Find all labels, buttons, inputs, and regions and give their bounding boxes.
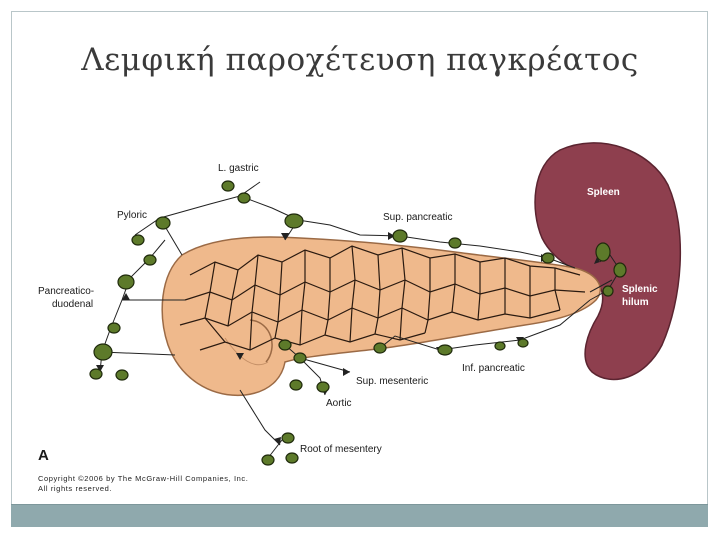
label-splenic: Splenic — [622, 284, 658, 295]
bottom-bar — [11, 504, 708, 527]
pancreas-head-curve — [249, 319, 273, 363]
lymph-node — [281, 432, 295, 444]
label-sup-mesenteric: Sup. mesenteric — [356, 376, 428, 387]
lymph-node — [155, 216, 171, 230]
lymph-node — [285, 452, 299, 464]
lymph-node — [613, 262, 627, 278]
slide-title: Λεμφική παροχέτευση παγκρέατος — [81, 42, 639, 78]
lymph-node — [143, 254, 157, 266]
lymph-node — [289, 379, 303, 391]
lymph-node — [131, 234, 145, 246]
lymph-node — [602, 285, 614, 297]
lymph-node — [392, 229, 408, 243]
lymph-nodes — [89, 180, 627, 466]
copyright-line2: All rights reserved. — [38, 484, 112, 493]
label-sup-pancreatic: Sup. pancreatic — [383, 212, 453, 223]
lymph-node — [115, 369, 129, 381]
lymph-node — [373, 342, 387, 354]
lymph-node — [117, 274, 135, 290]
lymph-node — [494, 341, 506, 351]
lymph-node — [237, 192, 251, 204]
lymph-node — [107, 322, 121, 334]
copyright-line1: Copyright ©2006 by The McGraw-Hill Compa… — [38, 474, 248, 483]
label-pyloric: Pyloric — [117, 210, 147, 221]
lymph-node — [517, 338, 529, 348]
lymph-node — [541, 252, 555, 264]
lymph-node — [284, 213, 304, 229]
lymph-node — [93, 343, 113, 361]
panel-letter: A — [38, 447, 49, 464]
vessel-network — [179, 245, 586, 351]
label-aortic: Aortic — [326, 398, 352, 409]
label-l-gastric: L. gastric — [218, 163, 259, 174]
lymph-node — [278, 339, 292, 351]
label-hilum: hilum — [622, 297, 649, 308]
lymph-node — [595, 242, 611, 262]
lymph-node — [89, 368, 103, 380]
spleen-shape — [534, 142, 682, 381]
label-spleen: Spleen — [587, 187, 620, 198]
label-duodenal: duodenal — [52, 299, 93, 310]
label-root-of-mesentery: Root of mesentery — [300, 444, 382, 455]
lymph-node — [261, 454, 275, 466]
label-inf-pancreatic: Inf. pancreatic — [462, 363, 525, 374]
lymph-node — [293, 352, 307, 364]
lymph-node — [448, 237, 462, 249]
lymph-node — [221, 180, 235, 192]
lymph-node — [437, 344, 453, 356]
label-pancreatico: Pancreatico- — [38, 286, 94, 297]
lymph-node — [316, 381, 330, 393]
